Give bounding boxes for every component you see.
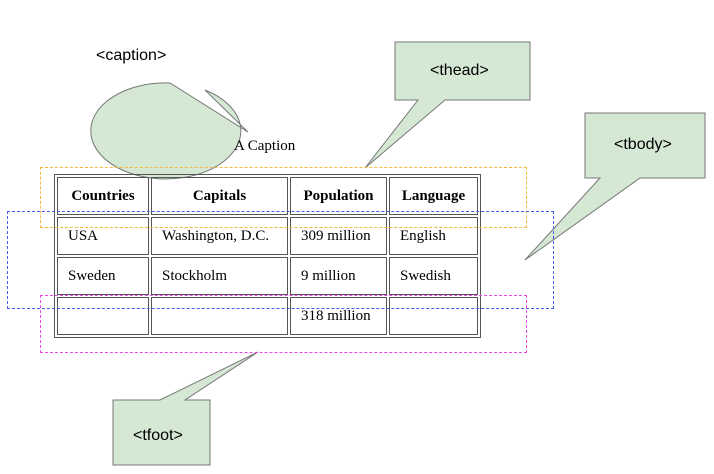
- tbody-callout-bubble: [524, 112, 706, 261]
- table-row: USA Washington, D.C. 309 million English: [57, 217, 478, 255]
- table-cell: English: [389, 217, 478, 255]
- tfoot-region-outline: [40, 295, 527, 353]
- table-cell: Stockholm: [151, 257, 288, 295]
- table-cell: [57, 297, 149, 335]
- caption-callout-bubble: [90, 82, 249, 180]
- header-cell: Capitals: [151, 177, 288, 215]
- header-cell: Countries: [57, 177, 149, 215]
- footer-row: 318 million: [57, 297, 478, 335]
- header-row: Countries Capitals Population Language: [57, 177, 478, 215]
- table-row: Sweden Stockholm 9 million Swedish: [57, 257, 478, 295]
- header-cell: Population: [290, 177, 387, 215]
- tbody-region-outline: [7, 211, 554, 309]
- table-cell: 309 million: [290, 217, 387, 255]
- table-foot: 318 million: [57, 297, 478, 335]
- table-cell: USA: [57, 217, 149, 255]
- demo-table: Countries Capitals Population Language U…: [54, 174, 481, 338]
- table-cell: 9 million: [290, 257, 387, 295]
- table-cell: Swedish: [389, 257, 478, 295]
- tfoot-callout-bubble: [112, 351, 259, 466]
- table-head: Countries Capitals Population Language: [57, 177, 478, 215]
- table-caption: A Caption: [234, 138, 296, 154]
- table-body: USA Washington, D.C. 309 million English…: [57, 217, 478, 295]
- thead-callout-bubble: [364, 41, 531, 169]
- table-cell: Sweden: [57, 257, 149, 295]
- tbody-callout-label: <tbody>: [614, 136, 672, 153]
- table-cell: [151, 297, 288, 335]
- table-cell: 318 million: [290, 297, 387, 335]
- caption-callout-label: <caption>: [96, 47, 167, 64]
- table-cell: [389, 297, 478, 335]
- table-cell: Washington, D.C.: [151, 217, 288, 255]
- thead-callout-label: <thead>: [430, 62, 489, 79]
- tfoot-callout-label: <tfoot>: [133, 427, 183, 444]
- thead-region-outline: [40, 167, 527, 228]
- header-cell: Language: [389, 177, 478, 215]
